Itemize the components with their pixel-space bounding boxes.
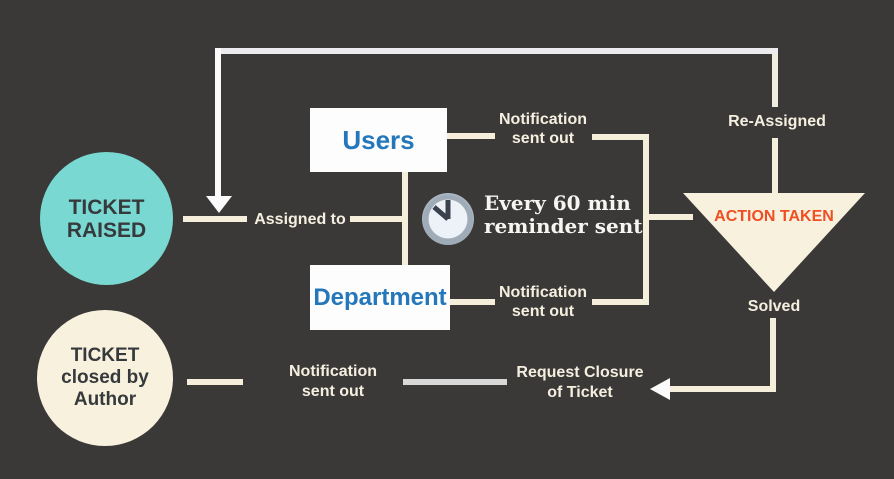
connector-top-loop-right-vertical bbox=[772, 54, 778, 107]
label-request-closure-line2: of Ticket bbox=[547, 384, 613, 401]
connector-bracket-vertical bbox=[643, 134, 649, 305]
node-department: Department bbox=[310, 265, 450, 330]
connector-closure-gray-dash bbox=[403, 379, 507, 385]
label-notification-department-line2: sent out bbox=[511, 303, 575, 320]
connector-bracket-to-triangle bbox=[649, 214, 693, 220]
node-action-taken-triangle bbox=[683, 193, 865, 292]
label-notification-users-line2: sent out bbox=[511, 130, 575, 147]
label-request-closure: Request Closure of Ticket bbox=[505, 363, 655, 403]
node-ticket-closed-line1: TICKET bbox=[70, 345, 140, 366]
connector-closure-cream-dash bbox=[187, 379, 243, 385]
label-re-assigned: Re-Assigned bbox=[728, 113, 826, 130]
label-assigned-to: Assigned to bbox=[254, 211, 346, 228]
label-notification-closure: Notification sent out bbox=[283, 362, 383, 402]
connector-notification-department-to-bracket bbox=[592, 299, 643, 305]
connector-notification-users-to-bracket bbox=[592, 134, 649, 140]
node-ticket-closed-line3: Author bbox=[73, 389, 137, 410]
label-notification-department-line1: Notification bbox=[499, 284, 587, 301]
node-ticket-closed: TICKET closed by Author bbox=[37, 310, 173, 446]
connector-solved-horizontal bbox=[668, 386, 776, 392]
label-notification-users-line1: Notification bbox=[499, 111, 587, 128]
label-reminder-note: Every 60 min reminder sent bbox=[484, 192, 643, 238]
node-users-label: Users bbox=[342, 124, 415, 155]
node-department-label: Department bbox=[313, 283, 447, 311]
node-ticket-raised-line1: TICKET bbox=[68, 195, 145, 219]
node-users: Users bbox=[310, 108, 447, 172]
label-notification-department: Notification sent out bbox=[493, 283, 593, 321]
node-action-taken-label: ACTION TAKEN bbox=[714, 208, 834, 225]
connector-solved-vertical bbox=[770, 318, 776, 392]
node-ticket-closed-line2: closed by bbox=[61, 367, 149, 388]
arrow-down-icon bbox=[206, 196, 232, 213]
connector-users-department-vertical bbox=[402, 172, 408, 265]
node-ticket-raised: TICKET RAISED bbox=[40, 152, 173, 285]
connector-users-to-notification bbox=[447, 133, 495, 139]
clock-icon bbox=[422, 193, 474, 245]
connector-top-loop-horizontal bbox=[215, 48, 778, 54]
label-request-closure-line1: Request Closure bbox=[516, 364, 644, 381]
connector-top-loop-left-vertical bbox=[215, 48, 221, 196]
label-notification-users: Notification sent out bbox=[493, 110, 593, 148]
arrow-left-icon bbox=[650, 378, 670, 400]
label-notification-closure-line2: sent out bbox=[301, 383, 365, 400]
label-solved: Solved bbox=[747, 298, 801, 315]
connector-assigned-to-boxes bbox=[350, 216, 408, 222]
node-ticket-raised-line2: RAISED bbox=[66, 218, 147, 242]
label-reminder-line1: Every 60 min bbox=[484, 191, 631, 215]
label-reminder-line2: reminder sent bbox=[484, 214, 643, 238]
label-notification-closure-line1: Notification bbox=[289, 363, 377, 380]
connector-department-to-notification bbox=[450, 299, 495, 305]
connector-reassigned-to-triangle bbox=[772, 138, 778, 193]
connector-raised-to-assigned bbox=[183, 216, 247, 222]
